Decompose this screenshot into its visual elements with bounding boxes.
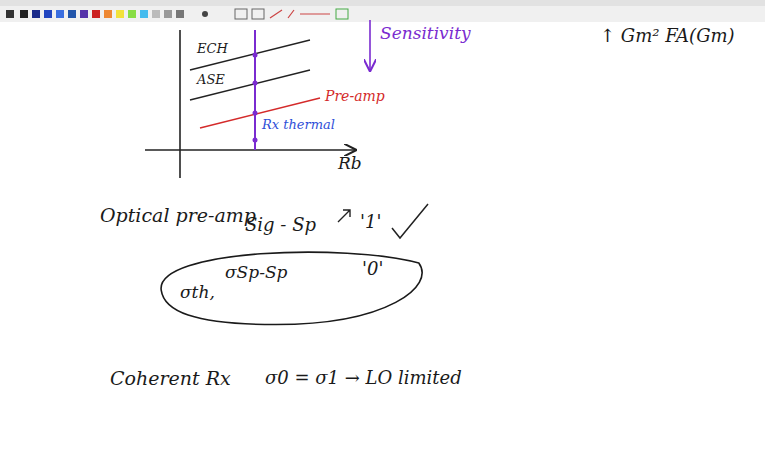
axis-label: Rb (338, 154, 362, 174)
y-axis (179, 30, 181, 178)
toolbar-swatches (6, 9, 348, 19)
heading-note: Optical pre-amp (100, 205, 256, 227)
ase-line (190, 70, 310, 100)
formula: ↑ Gm² FA(Gm) (600, 26, 735, 47)
annotation: Sensitivity (380, 24, 471, 44)
signal-term: Sig - Sp (245, 215, 316, 236)
formula: σ0 = σ1 → LO limited (265, 368, 462, 389)
toolbar (0, 0, 765, 22)
region-text: σSp-Sp (225, 263, 287, 283)
region-text: '0' (362, 259, 383, 280)
sensitivity-arrow (369, 20, 371, 70)
rate-marker (254, 30, 256, 150)
pointer-arrow (338, 210, 350, 222)
bit-label: '1' (360, 212, 381, 233)
ech-line (190, 40, 310, 70)
heading-note: Coherent Rx (110, 368, 231, 390)
region-text: σth, (180, 283, 215, 303)
check-mark (392, 204, 428, 238)
x-axis (145, 149, 355, 151)
curve-label: ASE (197, 73, 225, 88)
curve-label: Pre-amp (325, 88, 385, 104)
curve-label: ECH (197, 42, 228, 57)
curve-label: Rx thermal (262, 118, 335, 133)
ellipse-region: σth, σSp-Sp '0' (150, 245, 430, 327)
